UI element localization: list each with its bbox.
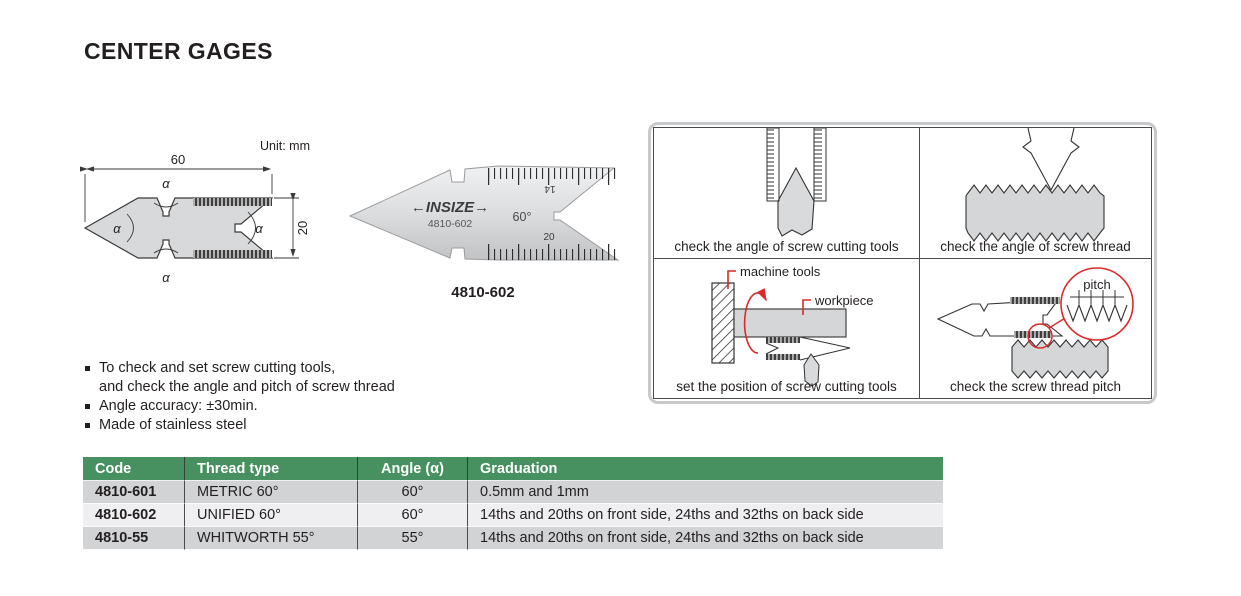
pitch-highlight-circle <box>1027 323 1053 349</box>
cell-graduation: 0.5mm and 1mm <box>467 481 943 504</box>
set-tool-position-illustration: machine tools workpiece <box>711 264 874 387</box>
machine-tools-label: machine tools <box>740 264 821 279</box>
angle-label-top: α <box>162 176 170 191</box>
feature-text: To check and set screw cutting tools, an… <box>99 360 395 395</box>
product-scale-top-long <box>488 168 616 185</box>
feature-text: Angle accuracy: ±30min. <box>99 398 258 414</box>
feature-item: Made of stainless steel <box>85 416 515 435</box>
tech-drawing: 60 20 α α α α <box>79 152 310 285</box>
product-scale-bottom-long <box>488 244 618 260</box>
cell-thread-type: WHITWORTH 55° <box>184 527 357 550</box>
cell-graduation: 14ths and 20ths on front side, 24ths and… <box>467 504 943 527</box>
angle-label-right: α <box>255 221 263 236</box>
gage-scale-strip-top <box>766 337 800 343</box>
bullet-square-icon <box>85 404 90 409</box>
header-thread-type: Thread type <box>184 457 357 481</box>
gage-scale-strip-bottom <box>766 354 800 360</box>
feature-item: To check and set screw cutting tools, an… <box>85 359 515 397</box>
usage-quadrant-check-thread-pitch: pitch check the screw thread pitch <box>920 259 1151 398</box>
rotation-arrow <box>743 288 767 354</box>
angle-label-left: α <box>113 221 121 236</box>
check-thread-angle-illustration <box>965 128 1105 242</box>
pitch-label: pitch <box>1083 277 1110 292</box>
usage-grid: check the angle of screw cutting tools c… <box>653 127 1152 399</box>
product-engraving-code: 4810-602 <box>428 218 473 230</box>
cell-code: 4810-55 <box>83 527 184 550</box>
product-illustration: ←INSIZE→ 4810-602 60° 14 20 <box>348 165 620 261</box>
page-title: CENTER GAGES <box>84 38 273 64</box>
header-graduation: Graduation <box>467 457 943 481</box>
workpiece-label: workpiece <box>814 293 874 308</box>
usage-panel: check the angle of screw cutting tools c… <box>648 122 1157 404</box>
feature-text: Made of stainless steel <box>99 417 247 433</box>
gage-blade-right <box>813 128 827 202</box>
machine-tools-leader <box>727 270 736 289</box>
usage-quadrant-check-thread-angle: check the angle of screw thread <box>920 128 1151 259</box>
product-brand-mark: ←INSIZE→ <box>411 199 489 216</box>
cell-thread-type: METRIC 60° <box>184 481 357 504</box>
product-body <box>348 165 620 261</box>
table-header-row: Code Thread type Angle (α) Graduation <box>83 457 943 481</box>
ruler-strip-bottom <box>193 250 272 258</box>
cell-code: 4810-601 <box>83 481 184 504</box>
cutting-tool <box>803 353 820 387</box>
product-scale-number-20: 20 <box>543 232 555 243</box>
gage-outline <box>83 197 274 259</box>
quad-caption: check the angle of screw thread <box>940 239 1131 254</box>
header-angle: Angle (α) <box>357 457 467 481</box>
gage-outline <box>936 299 1064 337</box>
spec-table: Code Thread type Angle (α) Graduation 48… <box>83 457 943 550</box>
cell-graduation: 14ths and 20ths on front side, 24ths and… <box>467 527 943 550</box>
table-row: 4810-601 METRIC 60° 60° 0.5mm and 1mm <box>83 481 943 504</box>
feature-list: To check and set screw cutting tools, an… <box>85 359 515 435</box>
threaded-rod <box>1011 339 1109 379</box>
cell-thread-type: UNIFIED 60° <box>184 504 357 527</box>
dim-height: 20 <box>295 221 310 235</box>
cutting-tool <box>777 166 815 237</box>
cell-code: 4810-602 <box>83 504 184 527</box>
cell-angle: 60° <box>357 481 467 504</box>
check-tool-angle-illustration <box>766 128 827 237</box>
check-thread-pitch-illustration: pitch <box>936 267 1134 379</box>
workpiece-leader <box>802 299 811 315</box>
angle-label-bottom: α <box>162 270 170 285</box>
table-row: 4810-602 UNIFIED 60° 60° 14ths and 20ths… <box>83 504 943 527</box>
cell-angle: 60° <box>357 504 467 527</box>
ruler-strip-top <box>193 198 272 206</box>
product-scale-number-14: 14 <box>544 183 556 194</box>
gage-point-outline <box>799 336 851 361</box>
gage-blade-left <box>766 128 780 202</box>
unit-label: Unit: mm <box>260 139 310 153</box>
quad-caption: set the position of screw cutting tools <box>676 379 897 394</box>
magnifier-circle <box>1060 267 1134 341</box>
table-row: 4810-55 WHITWORTH 55° 55° 14ths and 20th… <box>83 527 943 550</box>
usage-quadrant-check-tool-angle: check the angle of screw cutting tools <box>654 128 920 259</box>
thread-profile <box>1066 303 1128 323</box>
gage-scale-strip-top <box>1010 297 1060 304</box>
threaded-rod <box>965 184 1105 242</box>
product-caption: 4810-602 <box>451 284 515 301</box>
gage-tip <box>1022 128 1080 192</box>
usage-quadrant-set-tool-position: machine tools workpiece set the position… <box>654 259 920 398</box>
bullet-square-icon <box>85 423 90 428</box>
workpiece-bar <box>733 308 847 338</box>
gage-notch-outline <box>765 342 780 355</box>
header-code: Code <box>83 457 184 481</box>
cell-angle: 55° <box>357 527 467 550</box>
quad-caption: check the screw thread pitch <box>949 379 1122 394</box>
product-engraving-angle: 60° <box>513 210 532 224</box>
quad-caption: check the angle of screw cutting tools <box>674 239 899 254</box>
gage-scale-strip-bottom <box>1014 331 1052 338</box>
machine-tool-block <box>711 282 735 364</box>
bullet-square-icon <box>85 366 90 371</box>
dim-width: 60 <box>171 152 185 167</box>
feature-item: Angle accuracy: ±30min. <box>85 397 515 416</box>
